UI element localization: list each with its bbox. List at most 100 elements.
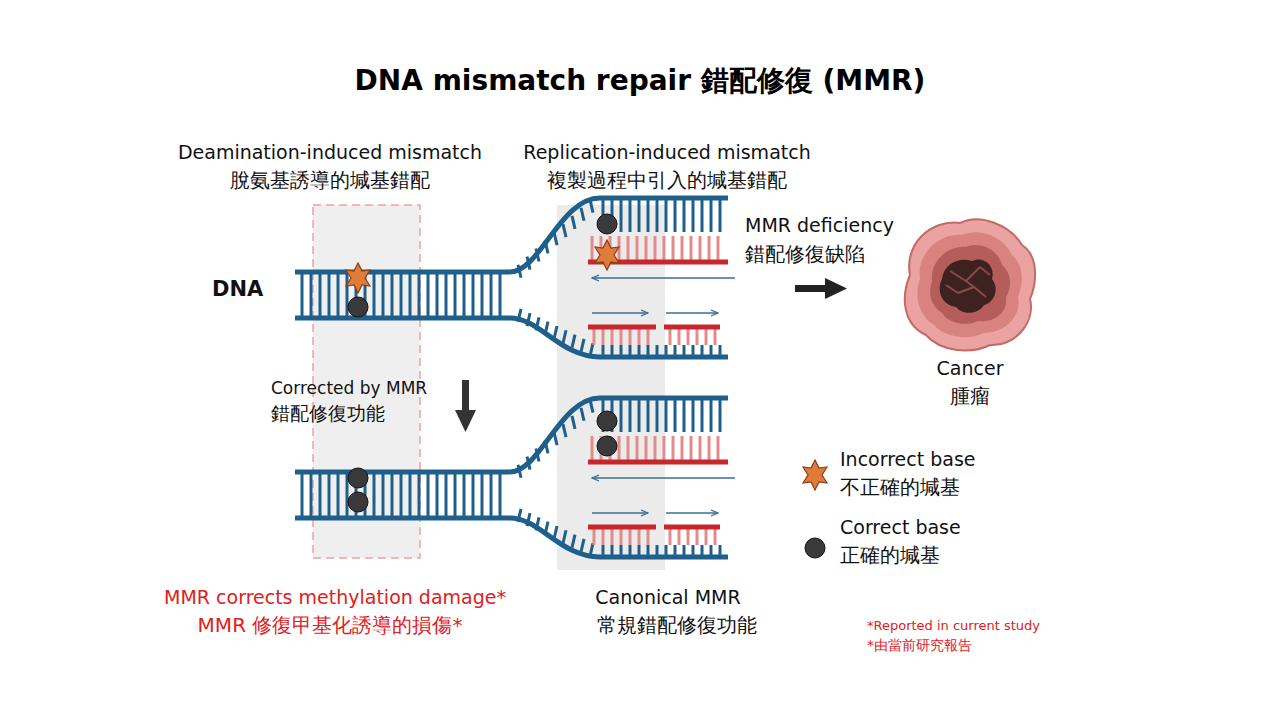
incorrect-base [595, 240, 619, 270]
base-tooth [692, 198, 695, 232]
new-base [705, 327, 708, 345]
node-text: 常規錯配修復功能 [597, 614, 757, 637]
base-tooth [572, 416, 575, 429]
base-tooth [647, 398, 650, 432]
base-rung [346, 272, 349, 318]
direction-arrow [592, 512, 648, 513]
base-tooth [620, 198, 623, 232]
base-rung [490, 472, 493, 518]
base-tooth [665, 398, 668, 432]
correct-base [597, 214, 617, 234]
new-base [645, 436, 648, 462]
new-base [638, 527, 641, 545]
base-tooth [527, 513, 530, 526]
base-rung [373, 472, 376, 518]
base-tooth [527, 457, 530, 470]
new-base [687, 527, 690, 545]
deficiency-arrow [795, 278, 847, 299]
base-rung [328, 272, 331, 318]
correct-base [348, 492, 368, 512]
base-rung [319, 472, 322, 518]
base-tooth [572, 216, 575, 229]
base-tooth [527, 257, 530, 270]
base-tooth [692, 345, 695, 357]
base-tooth [629, 198, 632, 232]
base-tooth [611, 345, 614, 357]
base-rung [454, 272, 457, 318]
new-base [672, 436, 675, 462]
base-tooth [656, 545, 659, 557]
base-tooth [545, 522, 548, 535]
base-tooth [683, 198, 686, 232]
correct-base [597, 436, 617, 456]
base-tooth [638, 198, 641, 232]
base-tooth [620, 545, 623, 557]
base-rung [382, 272, 385, 318]
base-tooth [638, 345, 641, 357]
new-base [678, 327, 681, 345]
new-base [705, 527, 708, 545]
base-tooth [665, 345, 668, 357]
base-rung [427, 472, 430, 518]
base-rung [445, 472, 448, 518]
new-base [690, 236, 693, 262]
base-tooth [572, 535, 575, 548]
base-tooth [674, 545, 677, 557]
base-tooth [647, 345, 650, 357]
legend-label: 正確的堿基 [840, 544, 940, 567]
base-rung [472, 472, 475, 518]
base-rung [481, 272, 484, 318]
new-base [638, 327, 641, 345]
correct-base [597, 411, 617, 431]
base-tooth [683, 398, 686, 432]
base-tooth [701, 398, 704, 432]
new-base [663, 236, 666, 262]
base-tooth [719, 545, 722, 557]
base-tooth [545, 322, 548, 335]
base-tooth [638, 545, 641, 557]
new-base [699, 236, 702, 262]
dna-label: DNA [212, 277, 263, 301]
base-tooth [536, 517, 539, 530]
base-tooth [590, 543, 593, 556]
base-tooth [563, 424, 566, 437]
base-tooth [554, 526, 557, 539]
new-base [629, 327, 632, 345]
new-base [681, 236, 684, 262]
new-base [696, 527, 699, 545]
new-base [647, 327, 650, 345]
new-base [627, 236, 630, 262]
base-tooth [518, 465, 521, 478]
base-tooth [647, 545, 650, 557]
new-base [593, 527, 596, 545]
base-rung [499, 272, 502, 318]
base-tooth [611, 545, 614, 557]
node-text: 腫瘤 [950, 385, 990, 408]
direction-arrow [666, 512, 718, 513]
new-base [647, 527, 650, 545]
base-tooth [701, 545, 704, 557]
base-rung [409, 272, 412, 318]
base-rung [319, 272, 322, 318]
base-tooth [674, 398, 677, 432]
base-rung [328, 472, 331, 518]
new-base [687, 327, 690, 345]
base-rung [490, 272, 493, 318]
mismatch-band: Replication-induced mismatch複製過程中引入的堿基錯配… [557, 205, 665, 570]
base-tooth [518, 309, 521, 322]
base-tooth [674, 345, 677, 357]
new-base [714, 527, 717, 545]
base-tooth [536, 317, 539, 330]
base-rung [337, 272, 340, 318]
base-rung [418, 272, 421, 318]
base-tooth [701, 345, 704, 357]
down-arrow [455, 380, 476, 432]
new-base [699, 436, 702, 462]
base-tooth [518, 265, 521, 278]
node-text: Deamination-induced mismatch [178, 142, 482, 164]
base-rung [472, 272, 475, 318]
new-base [636, 236, 639, 262]
base-tooth [590, 400, 593, 413]
new-strand [588, 460, 728, 465]
